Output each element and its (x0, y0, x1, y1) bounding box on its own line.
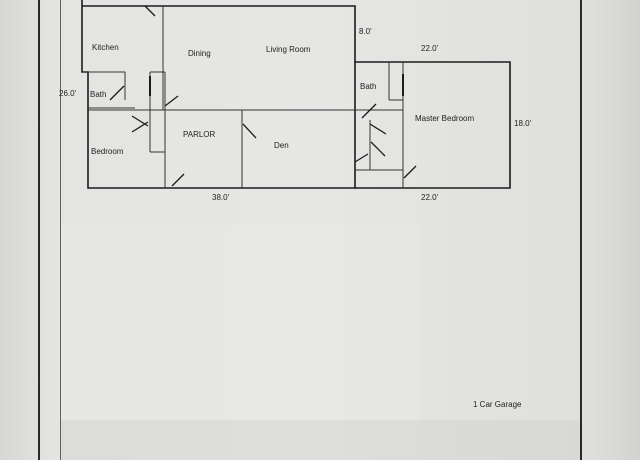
room-label-dining: Dining (188, 49, 211, 58)
door-right-c (354, 153, 369, 163)
room-label-kitchen: Kitchen (92, 43, 119, 52)
main-house-outline (81, 0, 356, 189)
dimension-offset-top: 8.0' (359, 27, 372, 36)
room-label-den: Den (274, 141, 289, 150)
door-hall-b (131, 121, 149, 133)
door-master (403, 165, 417, 179)
door-top-kitchen (144, 5, 156, 17)
master-wing-outline (354, 61, 511, 189)
dimension-left-width-bottom: 38.0' (212, 193, 230, 202)
room-label-parlor: PARLOR (183, 130, 216, 139)
room-label-bedroom: Bedroom (91, 147, 124, 156)
dimension-right-height: 18.0' (514, 119, 532, 128)
door-right-a (369, 123, 387, 135)
door-bath-left (109, 85, 125, 101)
room-label-living-room: Living Room (266, 45, 311, 54)
room-label-bath-left: Bath (90, 90, 107, 99)
page-border-left-outer (38, 0, 40, 460)
room-label-garage: 1 Car Garage (473, 400, 522, 409)
door-right-b (370, 141, 386, 157)
page-border-left-inner (60, 0, 61, 460)
dimension-right-width-bottom: 22.0' (421, 193, 439, 202)
door-parlor-bottom (171, 173, 185, 187)
door-hall-a (131, 115, 149, 127)
dimension-right-width-top: 22.0' (421, 44, 439, 53)
room-label-bath-right: Bath (360, 82, 377, 91)
dimension-left-height: 26.0' (59, 89, 77, 98)
door-bath-right (361, 103, 377, 119)
door-den (242, 123, 257, 139)
page-border-right (580, 0, 582, 460)
paper-fold-shadow (60, 225, 420, 420)
door-closet-b (164, 95, 179, 107)
room-label-master-bedroom: Master Bedroom (415, 114, 475, 123)
